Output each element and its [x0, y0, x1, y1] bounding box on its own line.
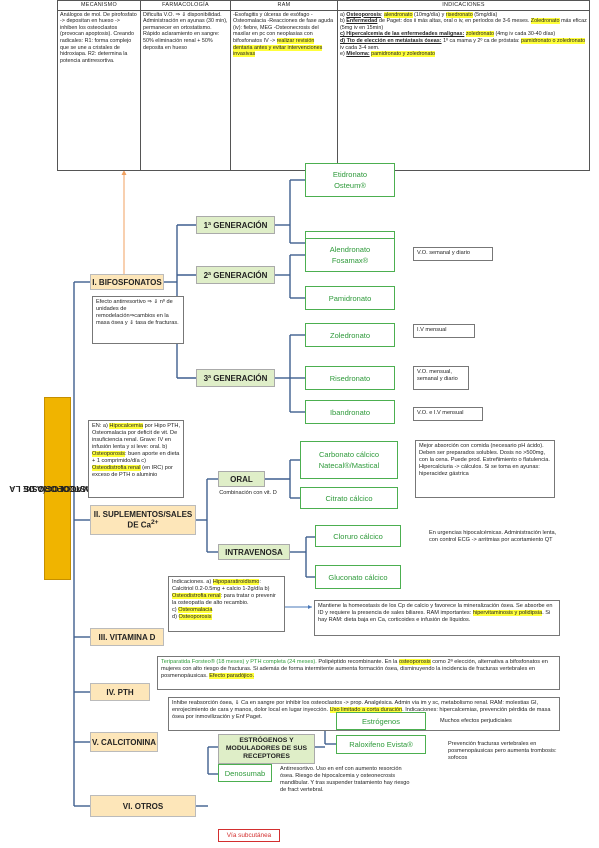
drug-risedronato: Risedronato	[305, 366, 395, 390]
drug-raloxifeno: Raloxifeno Evista®	[336, 735, 426, 754]
note-risedronato: V.O. mensual, semanal y diario	[413, 366, 469, 390]
ind-a: a) Osteoporosis: alendronato (10mg/día) …	[340, 11, 498, 18]
note-intravenosa: En urgencias hipocalcémicas. Administrac…	[426, 528, 561, 558]
drug-estrogenos: Estrógenos	[336, 712, 426, 730]
drug-gluconato-calcico: Gluconato cálcico	[315, 565, 401, 589]
note-ibandronato: V.O. e I.V mensual	[413, 407, 483, 421]
drug-pamidronato: Pamidronato	[305, 286, 395, 310]
cat-calcitonina: V. CALCITONINA	[90, 732, 158, 752]
cat-vitamina-d: III. VITAMINA D	[90, 628, 164, 646]
col-ram: RAM	[230, 0, 338, 11]
cell-farmacologia: Dificulta V.O. ⇒ ⇓ disponibilidad. Admin…	[140, 9, 231, 171]
ind-c: c) Hipercalcemia de las enfermedades mal…	[340, 31, 556, 38]
col-farmacologia: FARMACOLOGÍA	[140, 0, 231, 11]
cat-suplementos: II. SUPLEMENTOS/SALES DE Ca2+	[90, 505, 196, 535]
subnode-estrogenos-moduladores: ESTRÓGENOS Y MODULADORES DE SUS RECEPTOR…	[218, 734, 315, 764]
note-vitd-indicaciones: Indicaciones. a) Hipoparatiroidismo: Cal…	[168, 576, 285, 632]
note-en-indicaciones: EN: a) Hipocalcemia por Hipo PTH, Osteom…	[88, 420, 184, 498]
drug-denosumab: Denosumab	[218, 764, 272, 782]
gen-3: 3ª GENERACIÓN	[196, 369, 275, 387]
drug-citrato-calcico: Citrato cálcico	[300, 487, 398, 509]
note-raloxifeno: Prevención fracturas vertebrales en posm…	[448, 741, 557, 761]
note-zoledronato: I.V mensual	[413, 324, 475, 338]
subnode-oral: ORAL	[218, 471, 265, 487]
note-vitd: Mantiene la homeostasis de los Cp de cal…	[314, 600, 560, 636]
cell-ram: -Esofagitis y úlceras de esófago -Osteom…	[230, 9, 338, 171]
note-pth: Teriparatida Forsteo® (18 meses) y PTH c…	[157, 656, 560, 690]
drug-cloruro-calcico: Cloruro cálcico	[315, 525, 401, 547]
note-denosumab: Antirresortivo. Uso en enf con aumento r…	[280, 766, 410, 793]
cat-pth: IV. PTH	[90, 683, 150, 701]
cat-bifosfonatos: I. BIFOSFONATOS	[90, 274, 164, 290]
col-indicaciones: INDICACIONES	[337, 0, 590, 11]
note-via-subcutanea: Vía subcutánea	[218, 829, 280, 842]
cell-mecanismo: Análogos de mol. De pirofosfato -> depos…	[57, 9, 141, 171]
ind-d: d) Tto de elección en metástasis óseas: …	[340, 37, 586, 51]
drug-ibandronato: Ibandronato	[305, 400, 395, 424]
bifosfonatos-table: MECANISMO FARMACOLOGÍA RAM INDICACIONES …	[57, 0, 590, 171]
gen-2: 2ª GENERACIÓN	[196, 266, 275, 284]
col-mecanismo: MECANISMO	[57, 0, 141, 11]
ind-e: e) Mieloma: pamidronato y zoledronato	[340, 51, 436, 58]
ram-text: -Esofagitis y úlceras de esófago -Osteom…	[233, 11, 334, 44]
cell-indicaciones: a) Osteoporosis: alendronato (10mg/día) …	[337, 9, 590, 171]
drug-zoledronato: Zoledronato	[305, 323, 395, 347]
note-estrogenos: Muchos efectos perjudiciales	[440, 718, 512, 724]
cat-otros: VI. OTROS	[90, 795, 196, 817]
note-efecto-antirresortivo: Efecto antirresortivo ⇒ ⇓ nº de unidades…	[92, 296, 184, 344]
oral-combinacion: Combinación con vit. D	[219, 490, 277, 496]
ind-b: b) Enfermedad de Paget: dos ii más altas…	[340, 18, 587, 31]
gen-1: 1ª GENERACIÓN	[196, 216, 275, 234]
subnode-intravenosa: INTRAVENOSA	[218, 544, 290, 560]
note-oral: Mejor absorción con comida (necesario pH…	[415, 440, 555, 498]
note-alendronato: V.O. semanal y diario	[413, 247, 493, 261]
